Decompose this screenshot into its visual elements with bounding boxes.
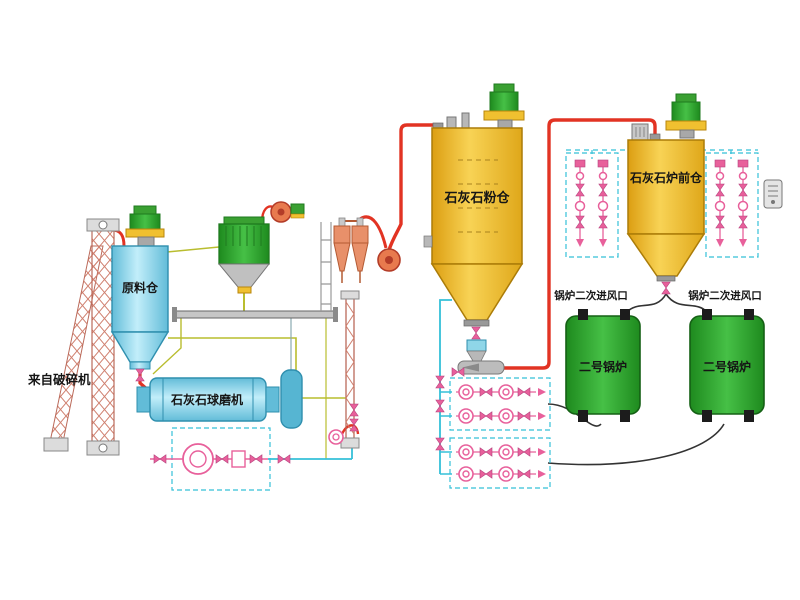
label-boiler-left: 二号锅炉 bbox=[579, 359, 627, 374]
boiler-right bbox=[689, 309, 765, 422]
limestone-powder-silo bbox=[423, 83, 525, 321]
feed-pump bbox=[328, 429, 344, 445]
screw-conveyor bbox=[172, 307, 338, 322]
feeder-group-right bbox=[705, 152, 759, 258]
label-furnace-silo: 石灰石炉前仓 bbox=[629, 170, 703, 185]
label-air-inlet-left: 锅炉二次进风口 bbox=[554, 289, 628, 302]
feeder-group-left bbox=[565, 152, 619, 258]
ball-mill bbox=[136, 369, 303, 429]
furnace-front-silo bbox=[626, 93, 707, 295]
label-from-crusher: 来自破碎机 bbox=[27, 372, 91, 387]
utility-lines bbox=[152, 149, 758, 475]
raw-material-silo bbox=[110, 205, 170, 370]
cyclone-separator bbox=[320, 217, 369, 311]
label-ball-mill: 石灰石球磨机 bbox=[170, 392, 243, 407]
labels: 来自破碎机 原料仓 石灰石球磨机 石灰石粉仓 石灰石炉前仓 锅炉二次进风口 锅炉… bbox=[27, 170, 762, 407]
mill-feeder-group bbox=[150, 427, 291, 491]
label-raw-silo: 原料仓 bbox=[122, 280, 159, 295]
powder-silo-discharge bbox=[457, 319, 505, 375]
control-box bbox=[763, 179, 783, 209]
bag-filter bbox=[217, 216, 271, 294]
bucket-elevator bbox=[43, 218, 120, 456]
circulation-blower bbox=[377, 248, 401, 272]
injector-group-lower bbox=[449, 437, 551, 489]
label-air-inlet-right: 锅炉二次进风口 bbox=[688, 289, 762, 302]
boiler-left bbox=[565, 309, 641, 422]
label-powder-silo: 石灰石粉仓 bbox=[443, 190, 510, 206]
injector-group-upper bbox=[449, 377, 551, 431]
label-boiler-right: 二号锅炉 bbox=[703, 359, 751, 374]
exhaust-fan bbox=[270, 201, 305, 223]
